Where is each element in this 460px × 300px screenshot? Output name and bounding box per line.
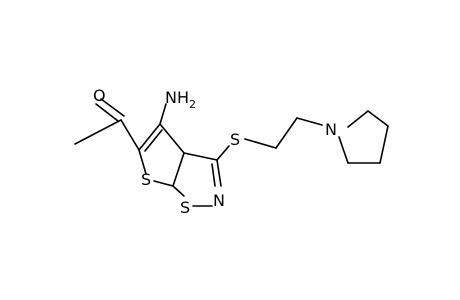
bond-c5-c4 [138, 123, 161, 151]
bond-carbonyl-oxygen-b [100, 98, 125, 117]
bond-c4-amino [159, 103, 167, 125]
bond-n-pyr-c2 [347, 110, 369, 128]
bond-c3a-c6a [172, 152, 185, 187]
bond-s-isothiazole-c6a [172, 185, 185, 197]
amino-hydrogen-count: 2 [189, 98, 196, 111]
bond-pyr-c2-c3 [367, 110, 389, 127]
carbonyl-oxygen-label: O [93, 86, 106, 105]
bond-c4-c3a [159, 123, 185, 154]
bond-s-thiophene-c5 [138, 149, 147, 175]
bond-c3-n-inner [211, 163, 216, 187]
atom-labels: O N H 2 S S N S N [93, 86, 337, 217]
bond-c6a-s-thiophene [153, 180, 174, 187]
bond-lines [74, 98, 389, 207]
bond-c3-n [216, 159, 222, 187]
bond-ch2-n-pyrrolidine [296, 117, 323, 126]
bond-ch2-ch2 [275, 117, 298, 149]
bond-pyr-c3-c4 [379, 125, 389, 164]
bond-c3-s-thioether [216, 145, 230, 161]
thioether-sulfur-label: S [230, 130, 240, 149]
bond-methyl-carbonyl [74, 119, 122, 145]
bond-s-thioether-ch2 [244, 138, 277, 149]
bond-carbonyl-ring [120, 119, 140, 151]
amino-hydrogen-label: H [177, 88, 189, 107]
thiophene-sulfur-label: S [141, 170, 151, 189]
isothiazole-sulfur-label: S [180, 198, 190, 217]
bond-c5-c4-inner [144, 129, 163, 152]
isothiazole-nitrogen-label: N [213, 191, 225, 210]
amino-nitrogen-label: N [165, 88, 177, 107]
pyrrolidine-nitrogen-label: N [325, 120, 337, 139]
bond-c3a-c3 [183, 152, 218, 161]
bond-carbonyl-oxygen-a [95, 103, 119, 122]
bond-pyr-c5-n [338, 136, 349, 164]
